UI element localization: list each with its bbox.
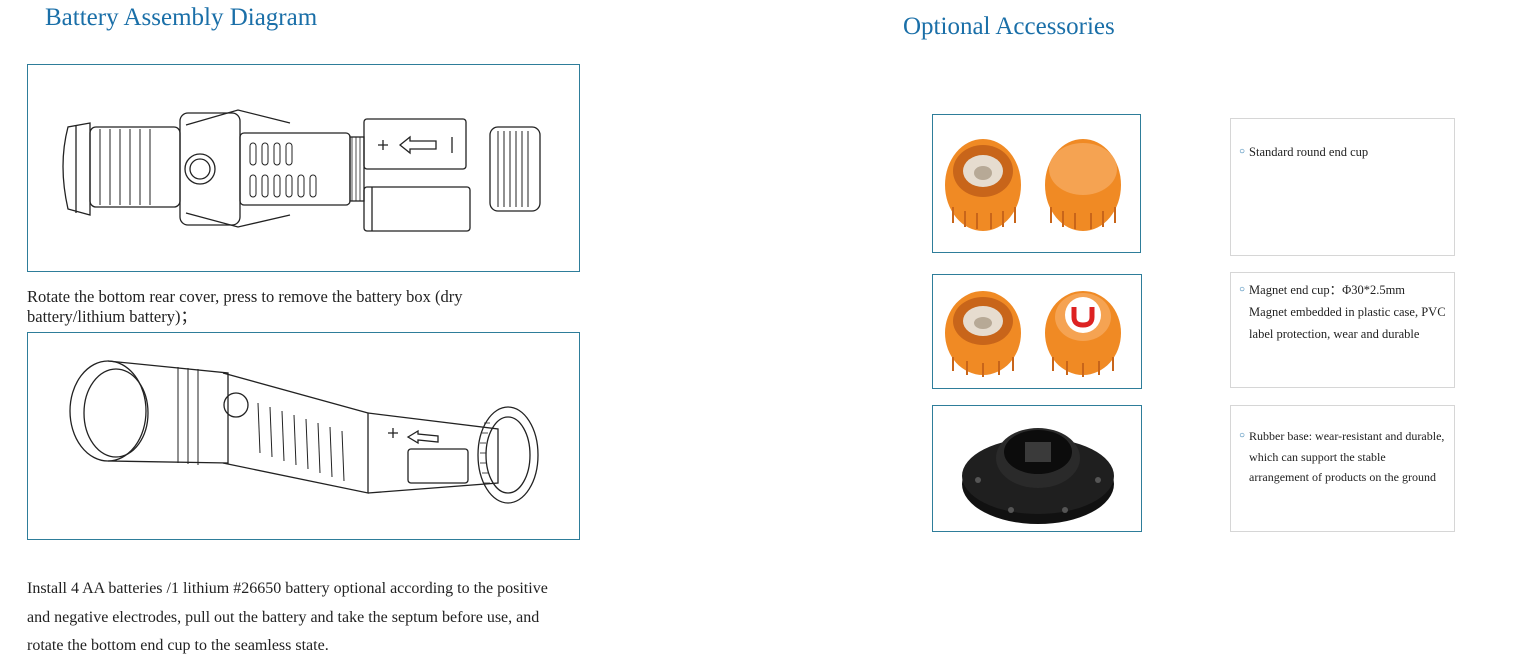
battery-assembly-title: Battery Assembly Diagram <box>45 4 318 31</box>
remove-battery-caption: Rotate the bottom rear cover, press to r… <box>27 287 463 326</box>
rubber-base-drawing <box>962 428 1114 524</box>
assembled-battery-diagram <box>27 332 580 540</box>
magnet-end-cup-image <box>932 274 1142 389</box>
accessory-1-text: Standard round end cup <box>1249 145 1369 159</box>
flashlight-with-battery-drawing <box>69 360 539 504</box>
accessory-2-text: Magnet end cup：Φ30*2.5mm Magnet embedded… <box>1249 283 1446 341</box>
accessory-3-text: Rubber base: wear-resistant and durable,… <box>1249 429 1445 484</box>
exploded-flashlight-drawing <box>62 109 541 232</box>
rubber-base-image <box>932 405 1142 532</box>
exploded-battery-diagram <box>27 64 580 272</box>
installation-instructions: Install 4 AA batteries /1 lithium #26650… <box>27 580 548 654</box>
rubber-base-description: ○ Rubber base: wear-resistant and durabl… <box>1230 405 1455 532</box>
magnet-end-cup-description: ○ Magnet end cup：Φ30*2.5mm Magnet embedd… <box>1230 272 1455 388</box>
standard-end-cup-image <box>932 114 1141 253</box>
bullet-icon: ○ <box>1239 430 1246 441</box>
optional-accessories-title: Optional Accessories <box>903 13 1115 40</box>
bullet-icon: ○ <box>1239 284 1246 295</box>
standard-end-cup-description: ○ Standard round end cup <box>1230 118 1455 256</box>
magnet-end-cups-drawing <box>945 291 1121 377</box>
orange-end-cups-drawing <box>945 139 1121 231</box>
bullet-icon: ○ <box>1239 146 1246 157</box>
